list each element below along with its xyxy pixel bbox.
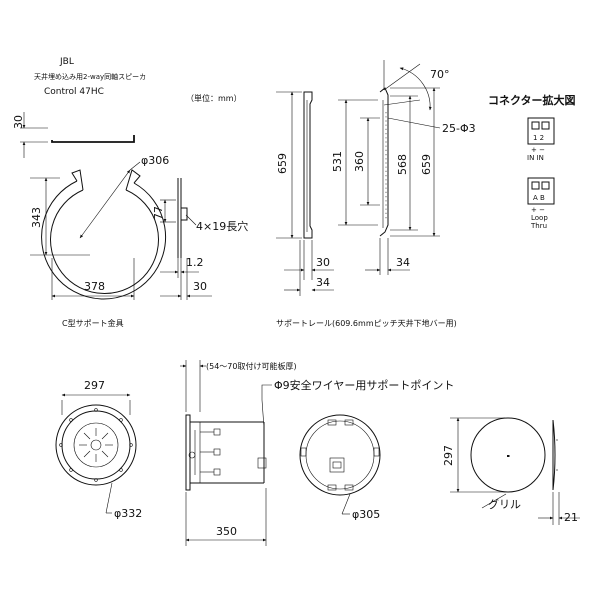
dim-holes-25-phi3: 25-Φ3: [442, 122, 476, 135]
front-screw-holes: [59, 408, 133, 482]
dim-thickness-30: 30: [12, 115, 25, 129]
speaker-side-view: (54～70取付け可能板厚) Φ9安全ワイヤー用サポートポイント 350: [180, 360, 454, 546]
dim-grille-21: 21: [564, 511, 578, 524]
speaker-back-view: φ305: [299, 414, 381, 521]
dim-1-2: 1.2: [186, 256, 204, 269]
dim-rail-34-right: 34: [396, 256, 410, 269]
brand-label: JBL: [59, 57, 74, 67]
connector-top-signs: + −: [531, 146, 545, 154]
connector-bottom-thru: Thru: [530, 222, 547, 230]
dim-rail-30: 30: [316, 256, 330, 269]
dim-rail-360: 360: [353, 151, 366, 172]
connector-top-in: IN IN: [527, 154, 544, 162]
dim-width-378: 378: [84, 280, 105, 293]
dim-77: 77: [152, 206, 165, 220]
dim-rail-34-left: 34: [316, 276, 330, 289]
dim-height-343: 343: [30, 207, 43, 228]
dim-rail-531: 531: [331, 151, 344, 172]
front-grille-slots: [79, 428, 113, 462]
c-bracket-caption: C型サポート金具: [62, 318, 124, 328]
dim-rail-568: 568: [396, 154, 409, 175]
dim-30-bottom: 30: [193, 280, 207, 293]
support-rail-caption: サポートレール(609.6mmピッチ天井下地バー用): [276, 318, 457, 328]
dim-angle-70: 70°: [430, 68, 450, 81]
product-type-label: 天井埋め込み用2-way同軸スピーカ: [34, 72, 146, 81]
dim-depth-350: 350: [216, 525, 237, 538]
support-rail-front-view: 659 30 34: [276, 91, 334, 296]
unit-note: （単位：mm）: [186, 93, 242, 103]
dim-rail-659-right: 659: [420, 154, 433, 175]
grille-label: グリル: [488, 497, 521, 511]
dim-rail-659-left: 659: [276, 153, 289, 174]
dim-back-phi305: φ305: [352, 508, 380, 521]
c-bracket-front-view: φ306 343 378: [30, 154, 169, 300]
dim-safety-wire: Φ9安全ワイヤー用サポートポイント: [274, 378, 454, 392]
header: JBL 天井埋め込み用2-way同軸スピーカ Control 47HC （単位：…: [34, 57, 242, 103]
connector-top-label: 1 2: [533, 134, 544, 142]
model-label: Control 47HC: [44, 87, 104, 97]
c-bracket-side-view: 77 4×19長穴 1.2 30: [152, 178, 248, 300]
dim-grille-297: 297: [442, 445, 455, 466]
dim-front-297: 297: [84, 379, 105, 392]
c-bracket-top-view: 30: [12, 112, 135, 158]
connector-bottom-loop: Loop: [531, 214, 548, 222]
grille-side-view: 21: [538, 419, 580, 525]
speaker-front-view: 297 φ332: [55, 379, 142, 520]
connector-detail: コネクター拡大図 1 2 + − IN IN A B + − Loop Thru: [488, 93, 576, 230]
connector-bottom-label: A B: [533, 194, 545, 202]
dim-ceiling-thickness: (54～70取付け可能板厚): [206, 361, 297, 371]
dim-slot-4x19: 4×19長穴: [196, 219, 248, 233]
connector-bottom-signs: + −: [531, 206, 545, 214]
dim-front-phi332: φ332: [114, 507, 142, 520]
connector-title: コネクター拡大図: [488, 93, 576, 107]
grille-front-view: 297 グリル: [442, 417, 546, 511]
support-rail-side-view: 70° 25-Φ3 531 360 568 659 34: [331, 60, 476, 275]
dim-diameter-306: φ306: [141, 154, 169, 167]
